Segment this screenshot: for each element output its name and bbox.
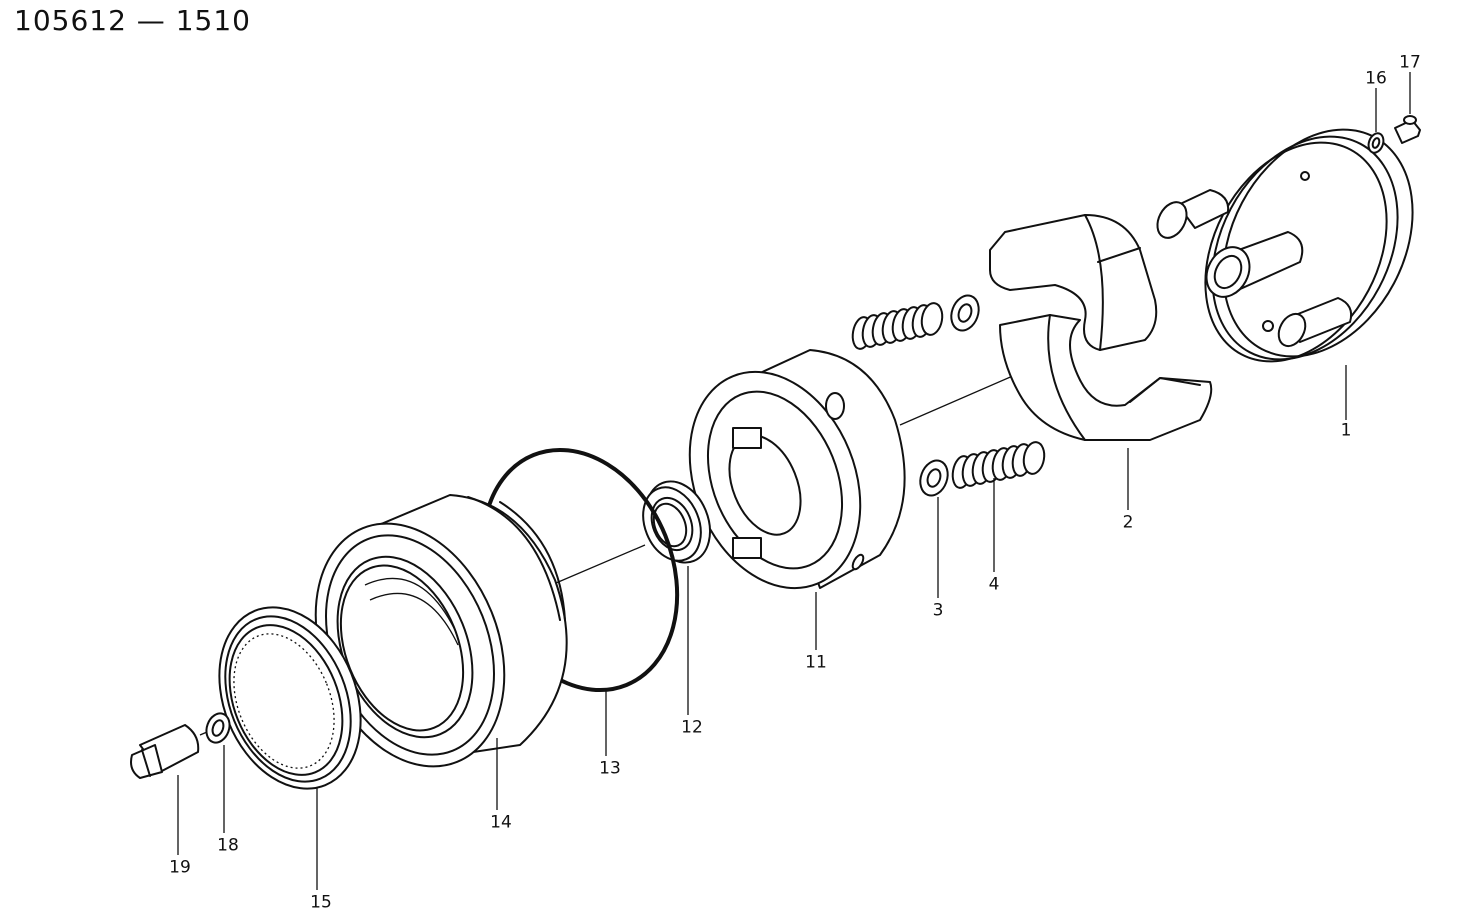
part-4-springs [851, 302, 1046, 489]
part-3-washer [919, 294, 980, 497]
label-part-13: 13 [599, 758, 621, 778]
part-18-washer [205, 712, 231, 744]
label-part-14: 14 [490, 812, 512, 832]
label-part-19: 19 [169, 857, 191, 877]
part-17-screw [1394, 115, 1421, 144]
label-part-12: 12 [681, 717, 703, 737]
part-2-coupling-claws [989, 214, 1213, 441]
label-part-1: 1 [1341, 420, 1352, 440]
label-part-2: 2 [1123, 512, 1134, 532]
label-part-17: 17 [1399, 52, 1421, 72]
leader-lines [177, 72, 1411, 890]
callout-labels: 1 2 3 4 11 12 13 14 15 16 17 18 19 [169, 52, 1421, 912]
label-part-4: 4 [989, 574, 1000, 594]
part-15-seal-ring [218, 606, 362, 790]
part-1-cover-plate [1156, 128, 1414, 363]
label-part-16: 16 [1365, 68, 1387, 88]
diagram-title: 105612 — 1510 [14, 4, 251, 37]
part-11-hub [688, 349, 906, 590]
part-14-housing [314, 494, 568, 768]
label-part-15: 15 [310, 892, 332, 912]
label-part-11: 11 [805, 652, 827, 672]
label-part-18: 18 [217, 835, 239, 855]
part-16-washer [1367, 132, 1385, 154]
part-12-bearing [642, 480, 711, 564]
label-part-3: 3 [933, 600, 944, 620]
part-19-plug [130, 724, 200, 779]
